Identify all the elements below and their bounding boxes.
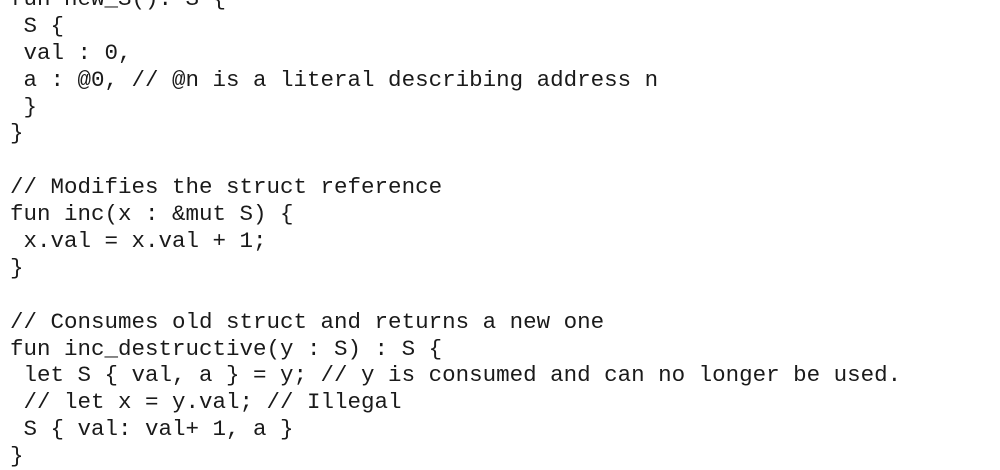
code-line <box>10 282 901 309</box>
code-line <box>10 147 901 174</box>
code-line: } <box>10 93 38 120</box>
code-line: S { <box>10 12 65 39</box>
code-line: // Consumes old struct and returns a new… <box>10 308 605 335</box>
code-line: a : @0, // @n is a literal describing ad… <box>10 66 659 93</box>
code-line: } <box>10 120 24 147</box>
code-line: } <box>10 443 24 470</box>
code-line: val : 0, <box>10 39 132 66</box>
code-block: fun new_S(): S { S { val : 0, a : @0, //… <box>10 0 901 470</box>
code-line: x.val = x.val + 1; <box>10 228 267 255</box>
code-line: fun inc_destructive(y : S) : S { <box>10 335 443 362</box>
code-line: fun inc(x : &mut S) { <box>10 201 294 228</box>
code-line: let S { val, a } = y; // y is consumed a… <box>10 362 902 389</box>
code-line: // let x = y.val; // Illegal <box>10 389 402 416</box>
code-line: S { val: val+ 1, a } <box>10 416 294 443</box>
code-line: fun new_S(): S { <box>10 0 901 13</box>
code-line: // Modifies the struct reference <box>10 174 443 201</box>
code-line: } <box>10 254 24 281</box>
